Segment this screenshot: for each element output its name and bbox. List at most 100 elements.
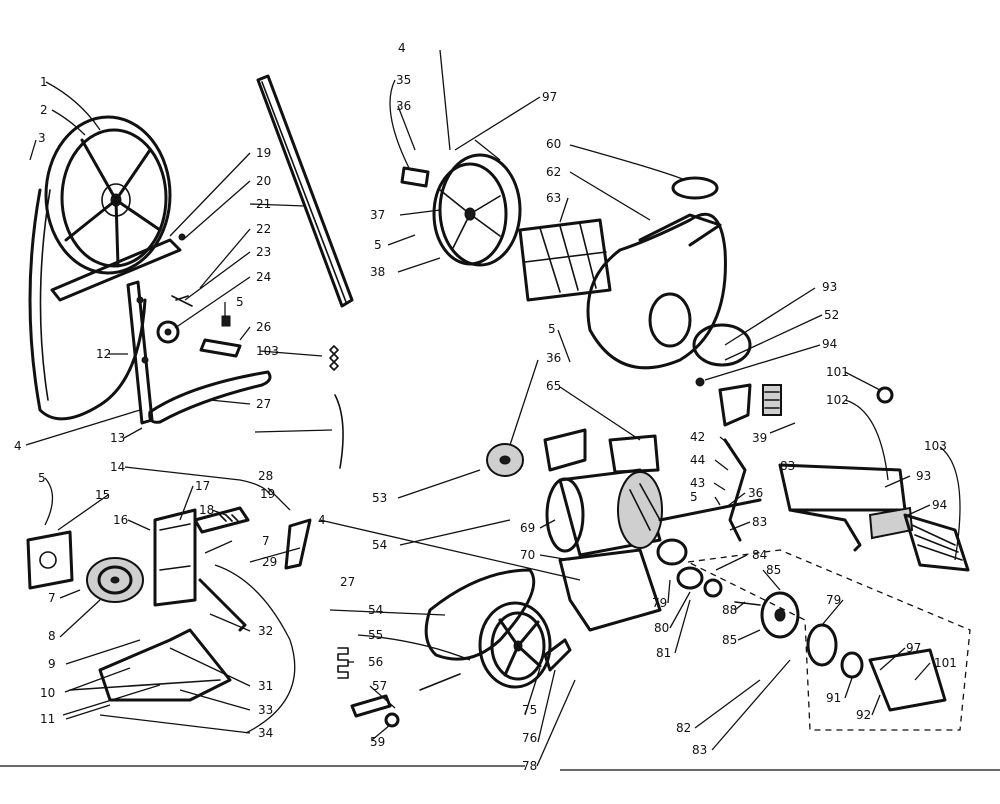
leader-lines [25,49,961,767]
callout-93: 97 [906,641,921,655]
callout-28: 28 [258,469,273,483]
callout-1: 1 [40,75,48,89]
callout-86: 103 [924,439,947,453]
callout-102: 103 [256,344,279,358]
blower-wheel-housing [400,139,522,267]
callout-44: 44 [690,453,705,467]
callout-74: 83 [692,743,707,757]
callout-16: 16 [113,513,128,527]
callout-68b: 79 [826,593,841,607]
callout-46: 52 [824,308,839,322]
control-box [778,386,970,572]
idler-bracket [126,280,154,425]
callout-64: 75 [522,703,537,717]
callout-79: 88 [722,603,737,617]
callout-38: 38 [370,265,385,279]
callout-83: 94 [822,337,837,351]
v-belt [148,370,272,424]
callout-23: 23 [256,245,271,259]
callout-59: 65 [546,379,561,393]
callout-89: 92 [856,708,871,722]
callout-36: 36 [396,99,411,113]
electric-motor [486,428,762,632]
callout-94: 101 [934,656,957,670]
callout-2: 2 [40,103,48,117]
callout-27: 27 [256,397,271,411]
callout-63: 70 [520,548,535,562]
callout-5c: 5 [374,238,382,252]
callout-65: 76 [522,731,537,745]
callout-4b: 4 [318,513,326,527]
impeller [518,218,612,302]
callout-53: 57 [372,679,387,693]
callout-24: 24 [256,270,271,284]
callout-19: 19 [256,146,271,160]
motor-mount-left [26,506,312,702]
callout-12: 12 [96,347,111,361]
callout-97: 97 [542,90,557,104]
callout-50: 54 [368,603,383,617]
spring-bolt-hardware [337,647,461,728]
callout-88: 91 [826,691,841,705]
callout-31: 31 [258,679,273,693]
callout-69: 80 [654,621,669,635]
callout-7b: 7 [262,534,270,548]
callout-84: 101 [826,365,849,379]
callout-8: 8 [48,629,56,643]
callout-5b: 5 [236,295,244,309]
callout-68: 79 [652,596,667,610]
callout-82: 93 [822,280,837,294]
callout-92: 94 [932,498,947,512]
callout-18: 18 [199,503,214,517]
callout-85: 102 [826,393,849,407]
callout-34: 34 [258,726,273,740]
callout-15: 15 [95,488,110,502]
callout-78: 83 [780,459,795,473]
callout-6: 5 [690,490,698,504]
callout-4: 4 [14,439,22,453]
callout-73: 82 [676,721,691,735]
callout-4c: 4 [398,41,406,55]
callout-11: 11 [40,712,55,726]
callout-33: 33 [258,703,273,717]
drive-pulley-assembly [28,115,182,421]
spring-and-link [329,345,344,469]
callout-29: 29 [262,555,277,569]
callout-3: 3 [38,131,46,145]
callout-10: 10 [40,686,55,700]
callout-7: 7 [48,591,56,605]
callout-66: 78 [522,759,537,773]
callout-62: 69 [520,521,535,535]
idler-arm-rod [256,74,354,308]
callout-43: 43 [690,476,705,490]
pulley-64 [478,601,572,689]
callout-48: 54 [372,538,387,552]
callout-32: 32 [258,624,273,638]
callout-26: 26 [256,320,271,334]
callout-70: 81 [656,646,671,660]
callout-27b: 27 [340,575,355,589]
shaft-assembly [685,549,971,731]
callout-19b: 19 [260,487,275,501]
callout-21: 21 [256,197,271,211]
callout-22: 22 [256,222,271,236]
idler-hardware [156,233,242,358]
callout-76: 85 [722,633,737,647]
callout-39: 39 [752,431,767,445]
callout-35: 35 [396,73,411,87]
callout-78b: 83 [752,515,767,529]
callout-56: 62 [546,165,561,179]
callout-57: 63 [546,191,561,205]
callout-36b: 36 [546,351,561,365]
callout-52: 56 [368,655,383,669]
callout-47: 53 [372,491,387,505]
callout-5: 5 [38,471,46,485]
callout-36c: 36 [748,486,763,500]
callout-14: 14 [110,460,125,474]
callout-81: 85 [766,563,781,577]
callout-42: 42 [690,430,705,444]
callout-54: 59 [370,735,385,749]
callout-17: 17 [195,479,210,493]
callout-37: 37 [370,208,385,222]
